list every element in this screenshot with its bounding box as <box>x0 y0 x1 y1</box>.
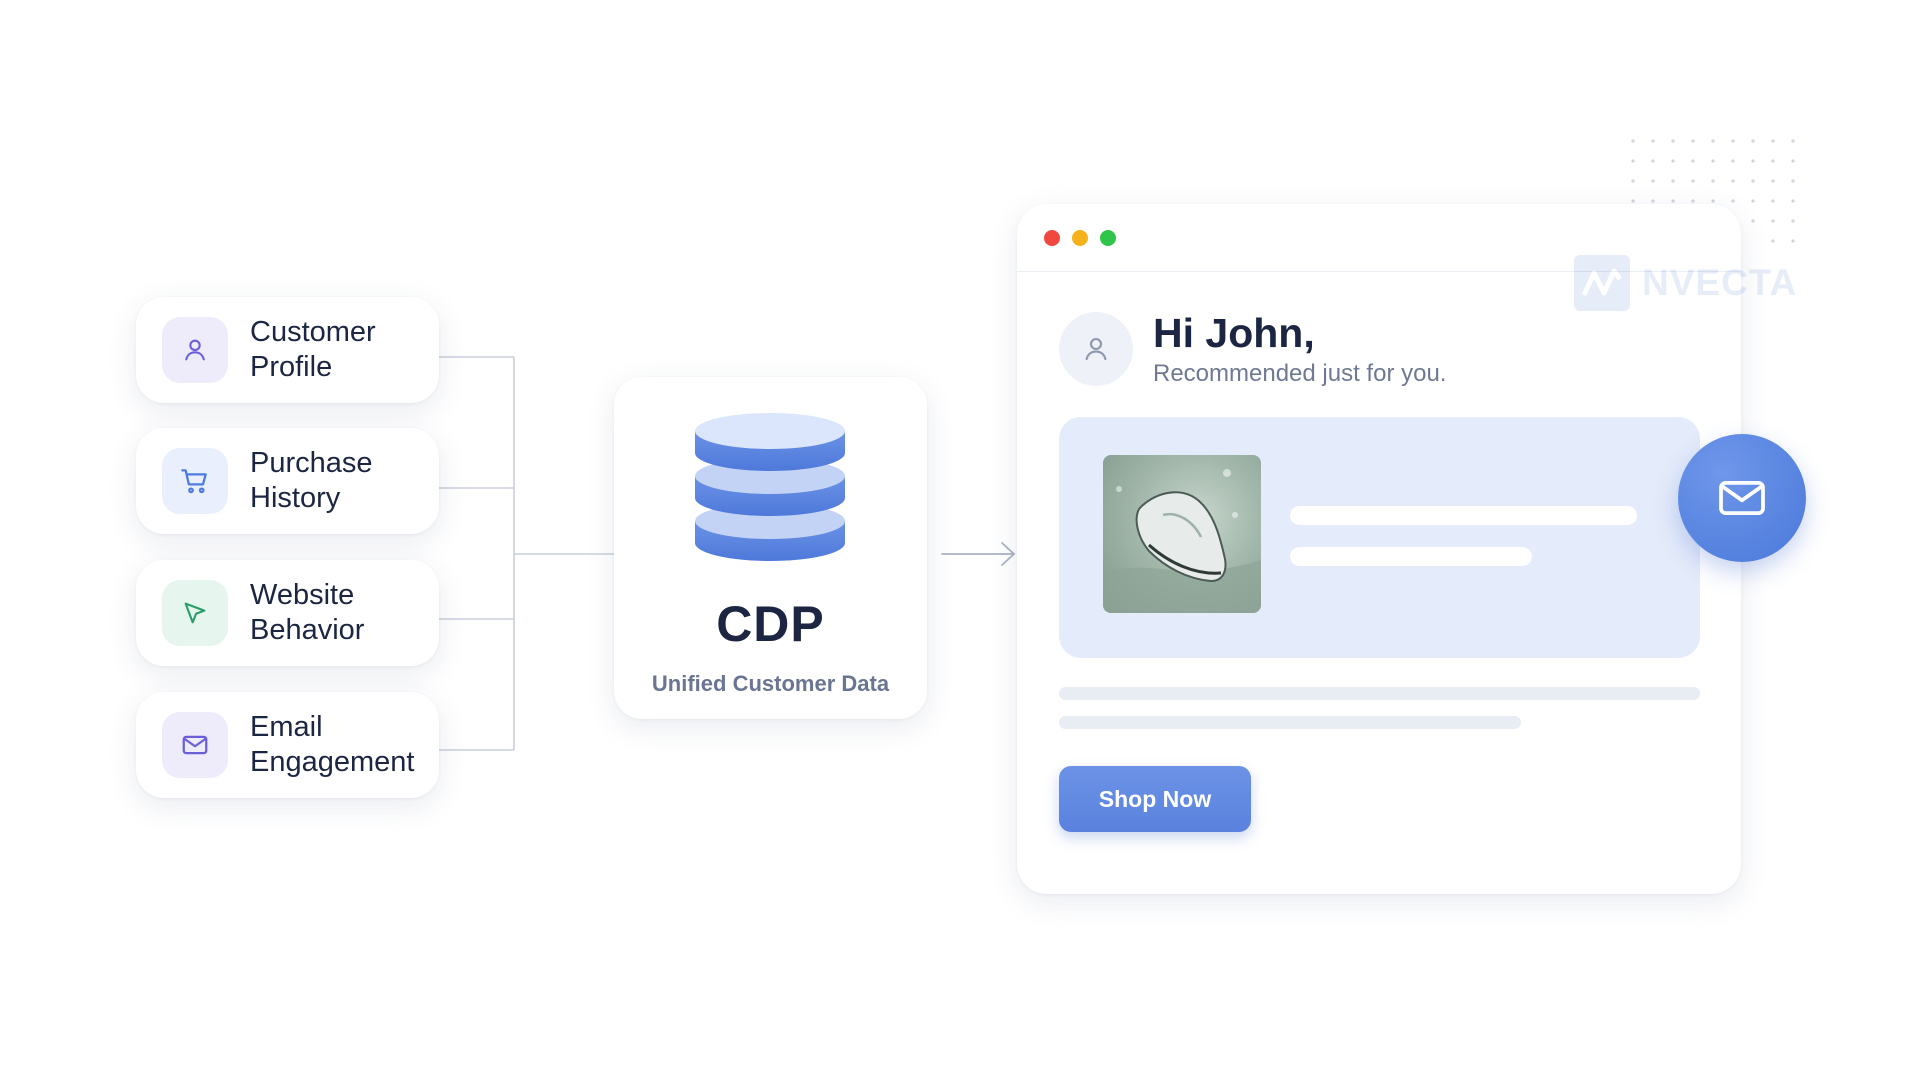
watermark-text: NVECTA <box>1642 262 1798 303</box>
database-icon <box>695 413 845 561</box>
arrow-to-personalization <box>941 542 1016 566</box>
avatar <box>1059 312 1133 386</box>
window-close-dot[interactable] <box>1044 230 1060 246</box>
cdp-card: CDP Unified Customer Data <box>614 377 927 719</box>
email-badge <box>1678 434 1806 562</box>
shopping-cart-icon <box>162 448 228 514</box>
product-recommendation-card[interactable] <box>1059 417 1700 658</box>
source-label-email-engagement: Email Engagement <box>250 711 415 778</box>
dot-grid-decoration <box>1631 139 1795 243</box>
window-title-bar <box>1017 204 1741 272</box>
source-card-purchase-history: Purchase History <box>136 428 439 534</box>
cursor-pointer-icon <box>162 580 228 646</box>
source-label-purchase-history: Purchase History <box>250 447 373 514</box>
window-minimize-dot[interactable] <box>1072 230 1088 246</box>
source-card-customer-profile: Customer Profile <box>136 297 439 403</box>
cdp-title: CDP <box>716 596 825 652</box>
placeholder-line <box>1290 506 1637 525</box>
user-icon <box>1085 337 1107 361</box>
cdp-subtitle: Unified Customer Data <box>651 671 890 696</box>
source-card-email-engagement: Email Engagement <box>136 692 439 798</box>
source-card-website-behavior: Website Behavior <box>136 560 439 666</box>
watermark: NVECTA <box>1574 255 1797 311</box>
personalized-message-window: Hi John, Recommended just for you. Shop … <box>1017 204 1741 894</box>
placeholder-line <box>1059 716 1521 729</box>
placeholder-line <box>1059 687 1700 700</box>
envelope-icon <box>1719 480 1765 516</box>
placeholder-line <box>1290 547 1532 566</box>
greeting-subtext: Recommended just for you. <box>1153 360 1447 387</box>
sneaker-image[interactable] <box>1103 455 1261 613</box>
nvecta-logo <box>1574 255 1630 311</box>
shop-now-button[interactable]: Shop Now <box>1059 766 1251 832</box>
source-label-website-behavior: Website Behavior <box>250 579 365 646</box>
source-label-customer-profile: Customer Profile <box>250 316 376 383</box>
user-icon <box>162 317 228 383</box>
envelope-icon <box>162 712 228 778</box>
greeting-heading: Hi John, <box>1153 310 1315 356</box>
window-maximize-dot[interactable] <box>1100 230 1116 246</box>
